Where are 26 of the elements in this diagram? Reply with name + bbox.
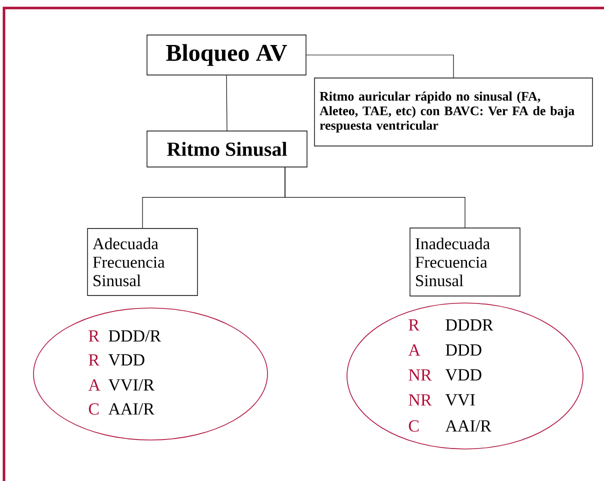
pacing-mode: VVI (445, 394, 475, 406)
title-box: Bloqueo AV (146, 34, 306, 76)
note-box: Ritmo auricular rápido no sinusal (FA, Aleteo, TAE, etc) con BAVC: Ver FA de baja respuesta ventricular (314, 78, 593, 146)
pacing-mode: DDDR (446, 319, 494, 331)
rating-code: R (88, 354, 100, 366)
pacing-mode: DDD (446, 344, 482, 356)
pacing-mode: AAI/R (108, 403, 154, 415)
pacing-mode: VDD (445, 369, 482, 381)
rating-code: NR (408, 394, 432, 406)
pacing-mode: DDD/R (108, 330, 162, 342)
rating-code: A (408, 344, 420, 356)
rating-code: C (408, 420, 419, 432)
connector-line (226, 75, 228, 131)
connector-line (284, 167, 466, 228)
pacing-mode: VDD (108, 354, 144, 366)
rating-code: R (408, 319, 420, 331)
rating-code: A (88, 379, 100, 391)
title-box: Ritmo Sinusal (146, 130, 308, 168)
rating-code: R (88, 330, 100, 342)
pacing-mode: AAI/R (445, 420, 492, 432)
rating-code: NR (408, 369, 432, 381)
rating-code: C (88, 403, 99, 415)
condition-box: Inadecuada Frecuencia Sinusal (410, 228, 520, 296)
condition-box: Adecuada Frecuencia Sinusal (87, 228, 198, 296)
connector-line (306, 54, 454, 78)
pacing-mode: VVI/R (108, 379, 154, 391)
